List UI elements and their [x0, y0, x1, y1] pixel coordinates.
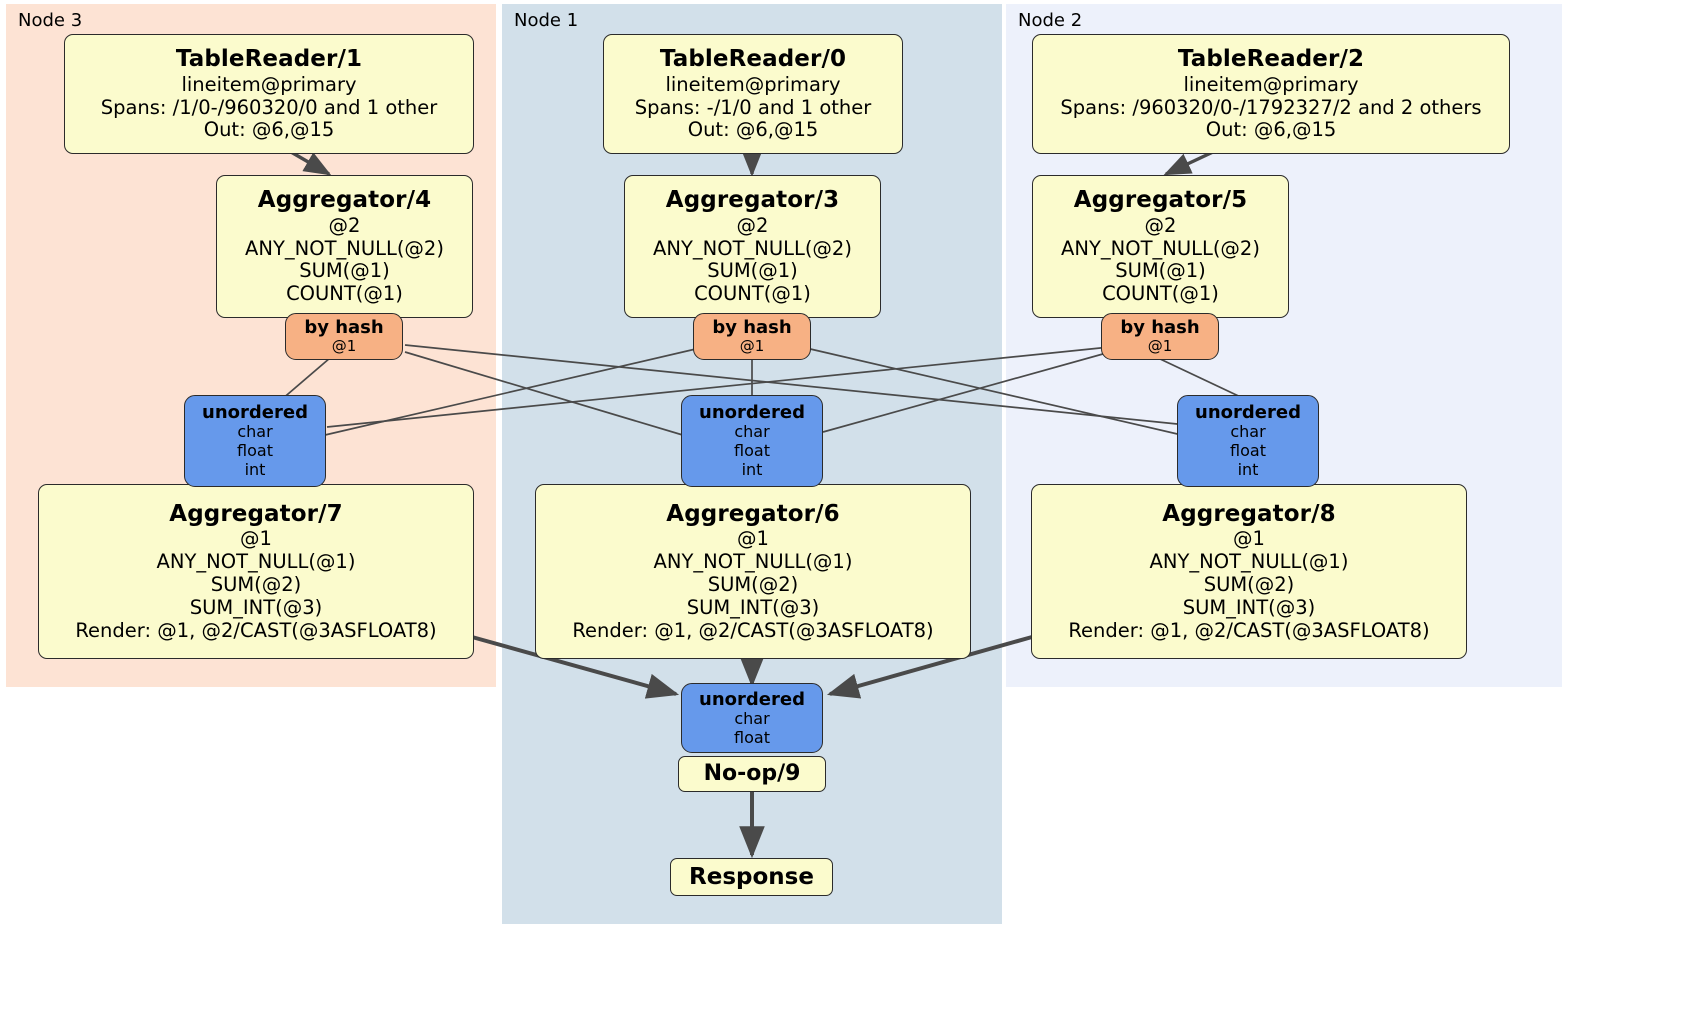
- aggregator-6-func-1: SUM(@2): [707, 573, 799, 597]
- hash-router-5-title: by hash: [1120, 317, 1200, 339]
- hash-router-4[interactable]: by hash @1: [285, 313, 403, 360]
- aggregator-6-func-2: SUM_INT(@3): [686, 595, 820, 619]
- aggregator-8-group: @1: [1233, 527, 1265, 551]
- final-unordered-sync-type-0: char: [734, 708, 770, 728]
- unordered-sync-middle-type-2: int: [741, 459, 763, 479]
- aggregator-7-group: @1: [240, 527, 272, 551]
- unordered-sync-left-type-2: int: [244, 459, 266, 479]
- final-unordered-sync-type-1: float: [734, 727, 770, 747]
- tablereader-1-title: TableReader/1: [175, 45, 363, 72]
- aggregator-6-func-0: ANY_NOT_NULL(@1): [653, 550, 853, 574]
- unordered-sync-right-type-1: float: [1230, 441, 1266, 461]
- aggregator-6-title: Aggregator/6: [666, 500, 840, 527]
- aggregator-7-box[interactable]: Aggregator/7 @1 ANY_NOT_NULL(@1) SUM(@2)…: [38, 484, 474, 659]
- aggregator-4-func-1: SUM(@1): [299, 259, 390, 283]
- hash-router-5-key: @1: [1147, 337, 1173, 356]
- hash-router-3-key: @1: [739, 337, 765, 356]
- aggregator-6-render: Render: @1, @2/CAST(@3ASFLOAT8): [572, 618, 934, 642]
- cluster-label-node-3: Node 3: [18, 10, 83, 31]
- tablereader-2-out: Out: @6,@15: [1205, 118, 1337, 142]
- aggregator-8-func-0: ANY_NOT_NULL(@1): [1149, 550, 1349, 574]
- noop-9-box[interactable]: No-op/9: [678, 756, 826, 792]
- tablereader-2-title: TableReader/2: [1177, 45, 1365, 72]
- aggregator-7-func-0: ANY_NOT_NULL(@1): [156, 550, 356, 574]
- unordered-sync-middle-type-0: char: [734, 422, 770, 442]
- tablereader-2-box[interactable]: TableReader/2 lineitem@primary Spans: /9…: [1032, 34, 1510, 154]
- hash-router-3[interactable]: by hash @1: [693, 313, 811, 360]
- aggregator-5-group: @2: [1144, 213, 1177, 237]
- aggregator-6-group: @1: [737, 527, 769, 551]
- aggregator-3-func-0: ANY_NOT_NULL(@2): [653, 236, 852, 260]
- tablereader-0-table: lineitem@primary: [665, 72, 841, 96]
- aggregator-3-func-2: COUNT(@1): [694, 282, 811, 306]
- hash-router-4-title: by hash: [304, 317, 384, 339]
- unordered-sync-left-title: unordered: [202, 402, 308, 424]
- aggregator-7-func-2: SUM_INT(@3): [189, 595, 323, 619]
- unordered-sync-middle-type-1: float: [734, 441, 770, 461]
- tablereader-2-spans: Spans: /960320/0-/1792327/2 and 2 others: [1060, 95, 1482, 119]
- aggregator-4-func-2: COUNT(@1): [286, 282, 403, 306]
- unordered-sync-middle[interactable]: unordered char float int: [681, 395, 823, 487]
- aggregator-3-title: Aggregator/3: [665, 186, 840, 213]
- aggregator-5-box[interactable]: Aggregator/5 @2 ANY_NOT_NULL(@2) SUM(@1)…: [1032, 175, 1289, 318]
- aggregator-4-title: Aggregator/4: [257, 186, 432, 213]
- aggregator-7-title: Aggregator/7: [169, 500, 343, 527]
- tablereader-2-table: lineitem@primary: [1183, 72, 1359, 96]
- tablereader-0-spans: Spans: -/1/0 and 1 other: [634, 95, 872, 119]
- cluster-label-node-2: Node 2: [1018, 10, 1083, 31]
- aggregator-4-group: @2: [328, 213, 361, 237]
- tablereader-1-out: Out: @6,@15: [203, 118, 335, 142]
- unordered-sync-left[interactable]: unordered char float int: [184, 395, 326, 487]
- unordered-sync-right-type-2: int: [1237, 459, 1259, 479]
- unordered-sync-left-type-1: float: [237, 441, 273, 461]
- hash-router-4-key: @1: [331, 337, 357, 356]
- aggregator-8-func-2: SUM_INT(@3): [1182, 595, 1316, 619]
- aggregator-3-func-1: SUM(@1): [707, 259, 798, 283]
- aggregator-5-func-1: SUM(@1): [1115, 259, 1206, 283]
- aggregator-3-group: @2: [736, 213, 769, 237]
- hash-router-3-title: by hash: [712, 317, 792, 339]
- tablereader-1-table: lineitem@primary: [181, 72, 357, 96]
- final-unordered-sync[interactable]: unordered char float: [681, 683, 823, 753]
- final-unordered-sync-title: unordered: [699, 688, 805, 710]
- tablereader-1-box[interactable]: TableReader/1 lineitem@primary Spans: /1…: [64, 34, 474, 154]
- aggregator-7-render: Render: @1, @2/CAST(@3ASFLOAT8): [75, 618, 437, 642]
- tablereader-0-box[interactable]: TableReader/0 lineitem@primary Spans: -/…: [603, 34, 903, 154]
- aggregator-8-box[interactable]: Aggregator/8 @1 ANY_NOT_NULL(@1) SUM(@2)…: [1031, 484, 1467, 659]
- cluster-label-node-1: Node 1: [514, 10, 579, 31]
- unordered-sync-right-title: unordered: [1195, 402, 1301, 424]
- unordered-sync-middle-title: unordered: [699, 402, 805, 424]
- tablereader-0-out: Out: @6,@15: [687, 118, 819, 142]
- tablereader-0-title: TableReader/0: [659, 45, 847, 72]
- aggregator-5-func-0: ANY_NOT_NULL(@2): [1061, 236, 1260, 260]
- unordered-sync-right-type-0: char: [1230, 422, 1266, 442]
- aggregator-6-box[interactable]: Aggregator/6 @1 ANY_NOT_NULL(@1) SUM(@2)…: [535, 484, 971, 659]
- hash-router-5[interactable]: by hash @1: [1101, 313, 1219, 360]
- aggregator-4-func-0: ANY_NOT_NULL(@2): [245, 236, 444, 260]
- aggregator-3-box[interactable]: Aggregator/3 @2 ANY_NOT_NULL(@2) SUM(@1)…: [624, 175, 881, 318]
- aggregator-8-title: Aggregator/8: [1162, 500, 1336, 527]
- tablereader-1-spans: Spans: /1/0-/960320/0 and 1 other: [100, 95, 438, 119]
- unordered-sync-left-type-0: char: [237, 422, 273, 442]
- aggregator-8-func-1: SUM(@2): [1203, 573, 1295, 597]
- aggregator-8-render: Render: @1, @2/CAST(@3ASFLOAT8): [1068, 618, 1430, 642]
- response-title: Response: [689, 863, 814, 890]
- noop-9-title: No-op/9: [703, 761, 801, 787]
- aggregator-4-box[interactable]: Aggregator/4 @2 ANY_NOT_NULL(@2) SUM(@1)…: [216, 175, 473, 318]
- aggregator-5-func-2: COUNT(@1): [1102, 282, 1219, 306]
- aggregator-5-title: Aggregator/5: [1073, 186, 1248, 213]
- response-box[interactable]: Response: [670, 858, 833, 896]
- aggregator-7-func-1: SUM(@2): [210, 573, 302, 597]
- unordered-sync-right[interactable]: unordered char float int: [1177, 395, 1319, 487]
